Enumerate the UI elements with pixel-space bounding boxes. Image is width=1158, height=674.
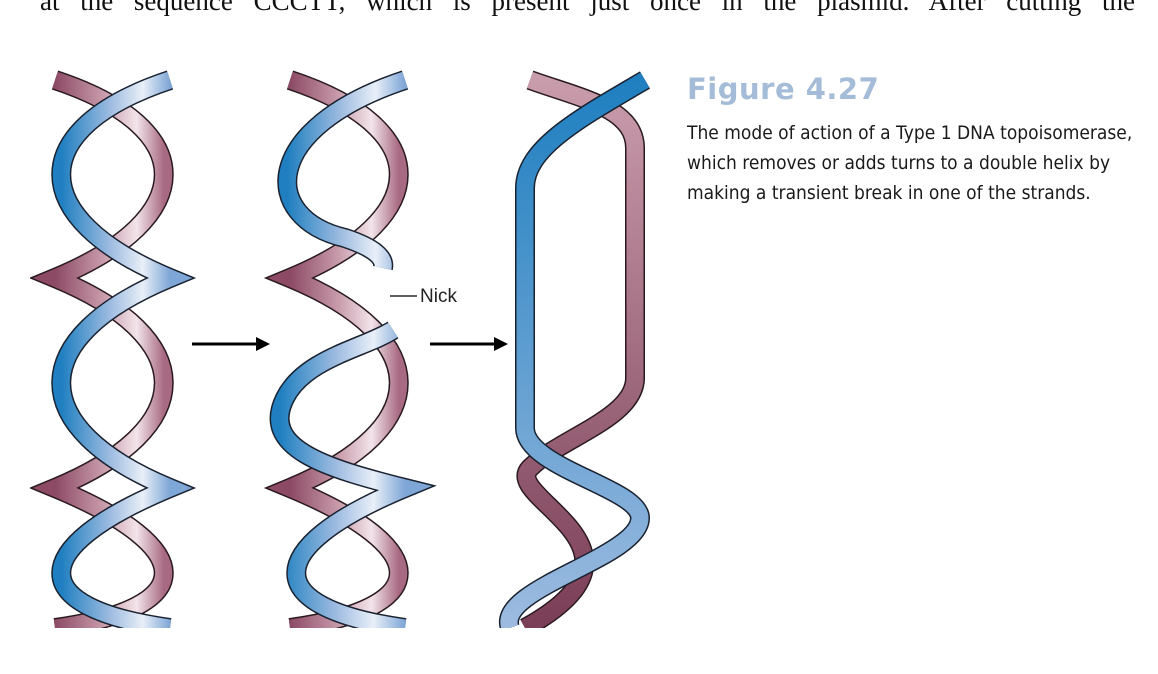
figure-number: Figure 4.27 bbox=[687, 72, 880, 106]
figure-caption-block: Figure 4.27 The mode of action of a Type… bbox=[687, 72, 1137, 208]
figure-caption: The mode of action of a Type 1 DNA topoi… bbox=[687, 122, 1133, 204]
helix-2-nicked: Nick bbox=[263, 70, 457, 628]
arrow-2 bbox=[430, 337, 508, 351]
body-text-cut-line: at the sequence CCCTT, which is present … bbox=[40, 0, 1135, 16]
topoisomerase-figure: Nick bbox=[30, 70, 651, 628]
helix-3-relaxed bbox=[499, 70, 651, 628]
nick-label: Nick bbox=[420, 286, 457, 307]
arrow-1 bbox=[192, 337, 270, 351]
helix-1 bbox=[30, 70, 197, 628]
